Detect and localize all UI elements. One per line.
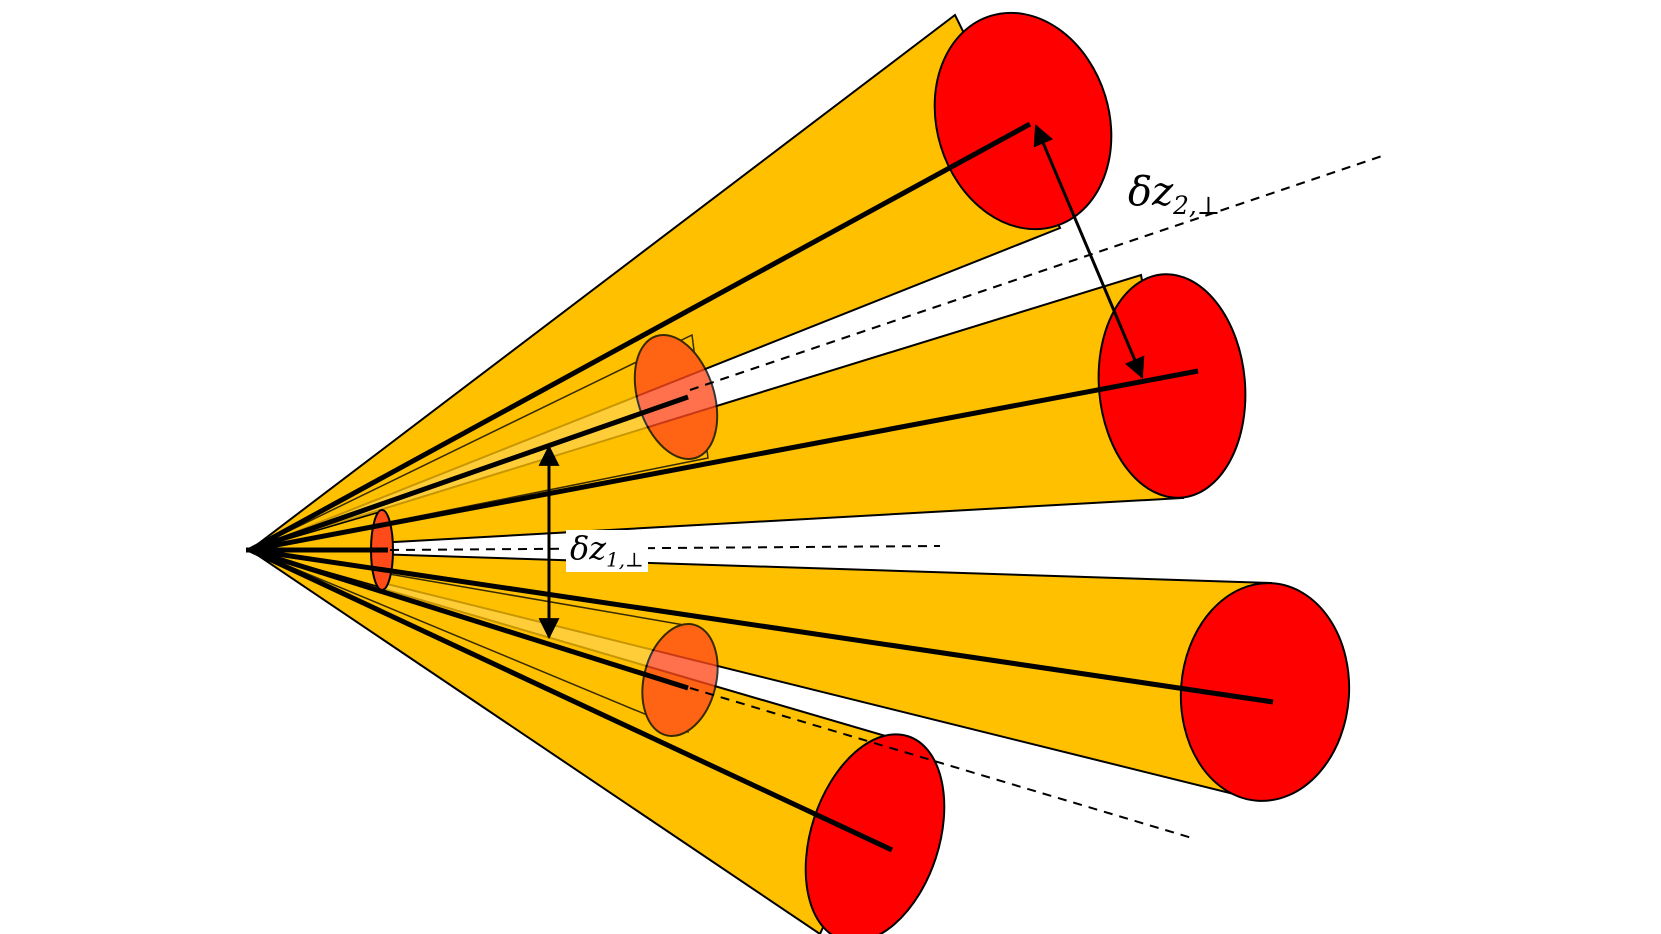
separation-arrows — [538, 124, 1145, 640]
inner-cone-top-cap — [633, 334, 719, 460]
label-delta-z2-perp: δz2,⊥ — [1128, 172, 1220, 219]
outer-cone-bottom — [249, 549, 946, 934]
dashed-axes — [389, 154, 1386, 839]
inner-cones — [249, 333, 719, 737]
axis-line-inner-bottom — [249, 547, 689, 691]
dashed-axis-lower — [689, 687, 1193, 839]
label-delta-z1-symbol: δz — [570, 529, 607, 567]
axis-line-upper-right — [249, 368, 1199, 553]
axis-line-bottom — [248, 547, 894, 853]
axis-line-top — [248, 121, 1032, 553]
axis-lines — [246, 121, 1274, 853]
axis-line-lower-right — [249, 547, 1274, 705]
label-delta-z1-perp: δz1,⊥ — [566, 529, 648, 573]
dashed-axis-upper — [689, 154, 1386, 391]
outer-cone-bottom-cap — [804, 733, 946, 934]
axis-line-inner-top — [249, 394, 689, 553]
inner-cone-bottom-cap — [641, 623, 719, 737]
arrow-delta-z2 — [1033, 124, 1145, 379]
label-delta-z2-subscript: 2,⊥ — [1173, 191, 1221, 220]
label-delta-z1-subscript: 1,⊥ — [606, 548, 644, 572]
label-delta-z2-symbol: δz — [1128, 169, 1174, 215]
dashed-axis-center — [389, 545, 941, 551]
